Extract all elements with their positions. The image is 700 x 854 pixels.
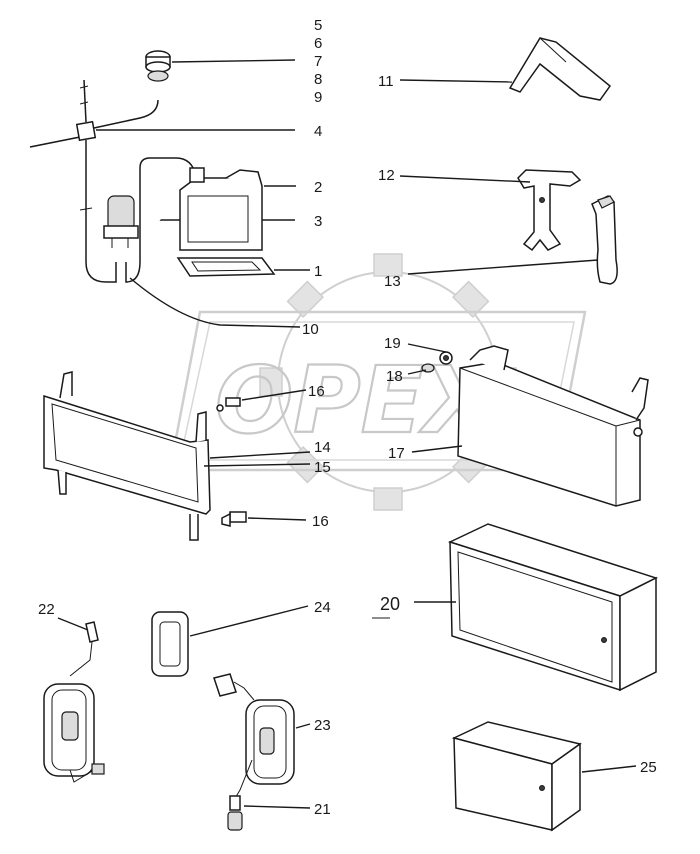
callout-6: 6 — [314, 35, 322, 52]
callout-labels: 5 6 7 8 9 4 2 3 1 10 11 12 13 19 18 16 1… — [38, 17, 657, 818]
part-mirror-right — [213, 673, 295, 801]
part-tee-connector — [29, 79, 159, 148]
callout-12: 12 — [378, 167, 395, 184]
callout-20: 20 — [380, 594, 400, 614]
callout-22: 22 — [38, 601, 55, 618]
callout-8: 8 — [314, 71, 322, 88]
callout-3: 3 — [314, 213, 322, 230]
callout-18: 18 — [386, 368, 403, 385]
part-reservoir-tray — [176, 257, 276, 277]
part-washer-pump — [103, 195, 139, 248]
part-storage-box-small — [451, 721, 582, 832]
part-bolt-upper — [216, 397, 241, 412]
callout-16b: 16 — [312, 513, 329, 530]
callout-2: 2 — [314, 179, 322, 196]
callout-13: 13 — [384, 273, 401, 290]
part-warning-triangle — [508, 37, 612, 101]
callout-21: 21 — [314, 801, 331, 818]
callout-4: 4 — [314, 123, 322, 140]
part-storage-box-large — [447, 523, 658, 692]
part-mirror-mount — [227, 795, 243, 831]
part-mounting-bracket — [517, 169, 582, 252]
part-right-box — [457, 345, 649, 507]
callout-9: 9 — [314, 89, 322, 106]
part-mirror-gasket — [151, 611, 189, 677]
callout-15: 15 — [314, 459, 331, 476]
part-left-frame — [43, 371, 211, 541]
callout-11: 11 — [378, 73, 394, 90]
part-mirror-left — [43, 621, 105, 783]
callout-19: 19 — [384, 335, 401, 352]
watermark-text: OPEX — [215, 347, 498, 454]
callout-1: 1 — [314, 263, 322, 280]
callout-24: 24 — [314, 599, 331, 616]
callout-25: 25 — [640, 759, 657, 776]
part-washer-reservoir — [179, 167, 263, 251]
callout-5: 5 — [314, 17, 322, 34]
part-handle — [591, 195, 618, 285]
callout-14: 14 — [314, 439, 331, 456]
watermark: OPEX — [168, 253, 587, 511]
callout-23: 23 — [314, 717, 331, 734]
callout-10: 10 — [302, 321, 319, 338]
callout-17: 17 — [388, 445, 405, 462]
callout-16a: 16 — [308, 383, 325, 400]
callout-7: 7 — [314, 53, 322, 70]
part-bolt-lower — [221, 511, 247, 527]
part-cap — [145, 50, 171, 82]
